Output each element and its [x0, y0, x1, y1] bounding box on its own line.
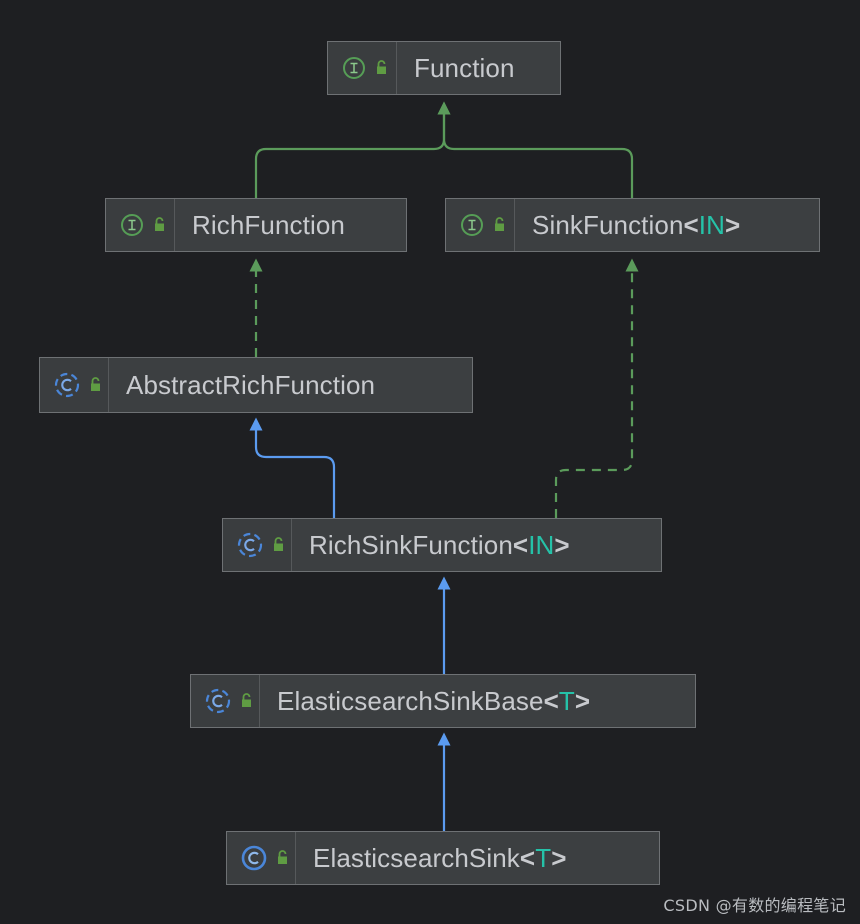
watermark-text: CSDN @有数的编程笔记 — [663, 896, 846, 915]
node-base-name: ElasticsearchSink — [313, 842, 520, 873]
node-elasticsearchsinkbase[interactable]: ElasticsearchSinkBase<T> — [190, 674, 696, 728]
node-icon-gutter — [446, 199, 515, 251]
unlocked-padlock-icon — [492, 216, 508, 234]
generic-close-bracket: > — [725, 209, 741, 240]
generic-param: T — [558, 685, 575, 716]
edge-sinkfunction-to-function — [437, 101, 634, 198]
unlocked-padlock-icon — [374, 59, 390, 77]
node-base-name: RichFunction — [192, 209, 345, 240]
node-label: Function — [397, 42, 533, 94]
node-icon-gutter — [191, 675, 260, 727]
node-label: RichFunction — [175, 199, 363, 251]
node-label: SinkFunction<IN> — [515, 199, 758, 251]
abstract-class-icon — [204, 687, 232, 715]
generic-open-bracket: < — [512, 529, 529, 560]
node-function[interactable]: Function — [327, 41, 561, 95]
generic-param: T — [535, 842, 552, 873]
node-abstractrichfunction[interactable]: AbstractRichFunction — [39, 357, 473, 413]
generic-param: IN — [528, 529, 555, 560]
node-base-name: SinkFunction — [532, 209, 684, 240]
generic-close-bracket: > — [554, 529, 570, 560]
edge-richfunction-to-function — [254, 101, 451, 198]
class-icon — [240, 844, 268, 872]
node-base-name: RichSinkFunction — [309, 529, 513, 560]
node-icon-gutter — [223, 519, 292, 571]
unlocked-padlock-icon — [275, 849, 291, 867]
node-base-name: ElasticsearchSinkBase — [277, 685, 544, 716]
node-label: ElasticsearchSinkBase<T> — [260, 675, 608, 727]
node-label: RichSinkFunction<IN> — [292, 519, 588, 571]
node-icon-gutter — [40, 358, 109, 412]
node-icon-gutter — [227, 832, 296, 884]
generic-close-bracket: > — [574, 685, 591, 716]
node-elasticsearchsink[interactable]: ElasticsearchSink<T> — [226, 831, 660, 885]
node-base-name: AbstractRichFunction — [126, 369, 376, 400]
node-richfunction[interactable]: RichFunction — [105, 198, 407, 252]
abstract-class-icon — [53, 371, 81, 399]
node-label: ElasticsearchSink<T> — [296, 832, 584, 884]
node-label: AbstractRichFunction — [109, 358, 393, 412]
unlocked-padlock-icon — [239, 692, 255, 710]
edge-richsinkfunction-to-abstractrichfunction — [249, 417, 336, 518]
generic-open-bracket: < — [543, 685, 559, 716]
node-sinkfunction[interactable]: SinkFunction<IN> — [445, 198, 820, 252]
generic-open-bracket: < — [519, 842, 536, 873]
interface-icon — [341, 55, 367, 81]
unlocked-padlock-icon — [88, 376, 104, 394]
unlocked-padlock-icon — [152, 216, 168, 234]
node-icon-gutter — [106, 199, 175, 251]
generic-close-bracket: > — [551, 842, 567, 873]
generic-param: IN — [698, 209, 725, 240]
edge-richsinkfunction-to-sinkfunction — [554, 258, 639, 518]
interface-icon — [459, 212, 485, 238]
unlocked-padlock-icon — [271, 536, 287, 554]
node-richsinkfunction[interactable]: RichSinkFunction<IN> — [222, 518, 662, 572]
generic-open-bracket: < — [683, 209, 699, 240]
interface-icon — [119, 212, 145, 238]
abstract-class-icon — [236, 531, 264, 559]
node-base-name: Function — [414, 52, 515, 83]
node-icon-gutter — [328, 42, 397, 94]
